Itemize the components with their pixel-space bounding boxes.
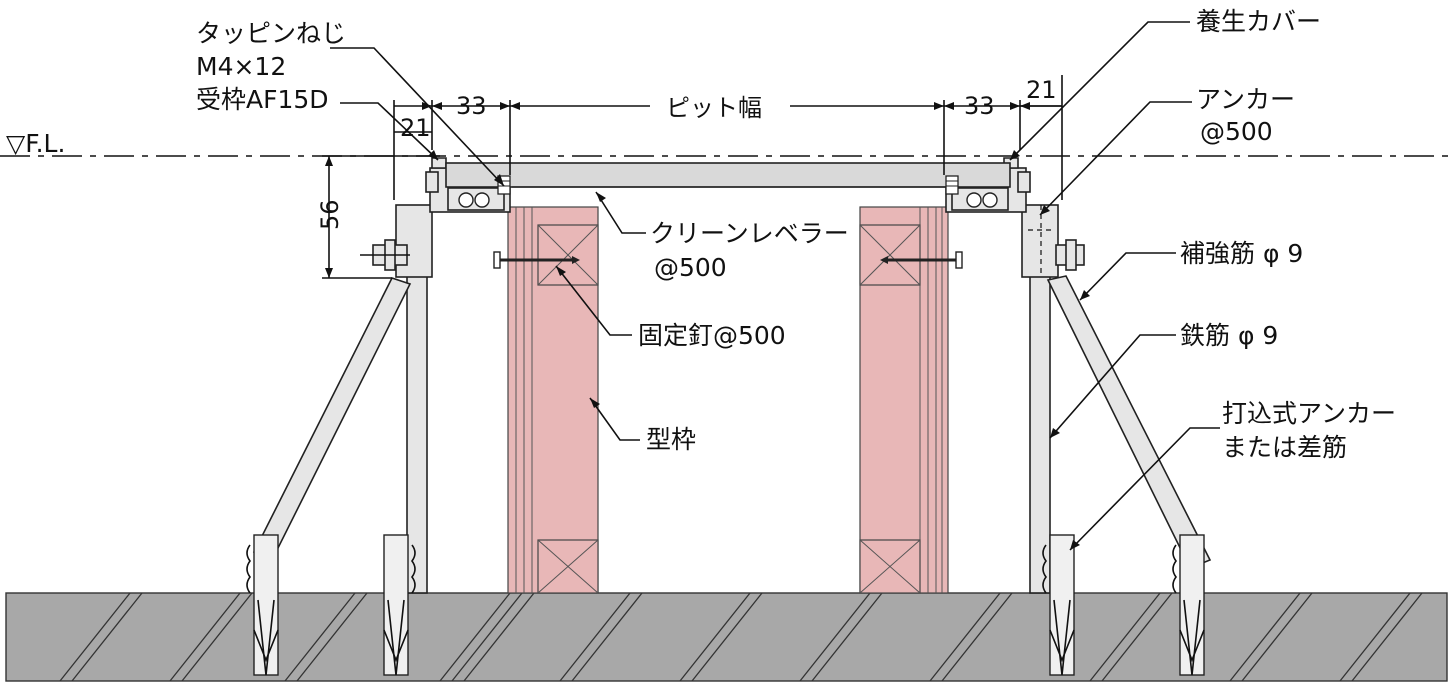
concrete-slab: [5, 592, 1448, 682]
leader-lines: [330, 21, 1220, 551]
dim-left-21: 21: [400, 114, 431, 142]
label-rebar: 鉄筋 φ 9: [1180, 321, 1278, 350]
dimension-lines: [322, 75, 1063, 279]
label-tapping-screw-size: M4×12: [196, 52, 286, 81]
label-tapping-screw: タッピンねじ: [196, 19, 346, 48]
dim-right-33: 33: [964, 92, 995, 120]
label-reinforcing-bar: 補強筋 φ 9: [1180, 239, 1303, 268]
fixing-nails: [493, 251, 963, 269]
dim-height-56: 56: [316, 199, 344, 230]
anchors: [246, 534, 1205, 676]
left-formwork: [507, 206, 599, 594]
label-clean-leveler: クリーンレベラー: [650, 219, 849, 248]
right-formwork: [859, 206, 949, 594]
receiving-frame-left: [425, 157, 511, 213]
label-fixing-nail: 固定釘@500: [638, 321, 786, 350]
label-fl: ▽F.L.: [6, 129, 65, 158]
left-support: [252, 204, 433, 594]
label-formwork: 型枠: [646, 425, 696, 454]
label-anchor: アンカー: [1196, 85, 1295, 114]
label-driven-anchor: 打込式アンカー: [1222, 399, 1396, 428]
receiving-frame-right: [945, 157, 1031, 213]
cover-plate: [445, 162, 1011, 188]
label-cure-cover: 養生カバー: [1196, 7, 1321, 36]
dim-pit-width: ピット幅: [666, 94, 762, 122]
label-or-dowel: または差筋: [1222, 433, 1347, 462]
label-anchor-pitch: @500: [1200, 117, 1273, 146]
dim-left-33: 33: [456, 92, 487, 120]
dim-right-21: 21: [1026, 76, 1057, 104]
label-receiving-frame: 受枠AF15D: [196, 85, 329, 114]
label-clean-leveler-pitch: @500: [654, 253, 727, 282]
right-support: [1021, 204, 1212, 594]
